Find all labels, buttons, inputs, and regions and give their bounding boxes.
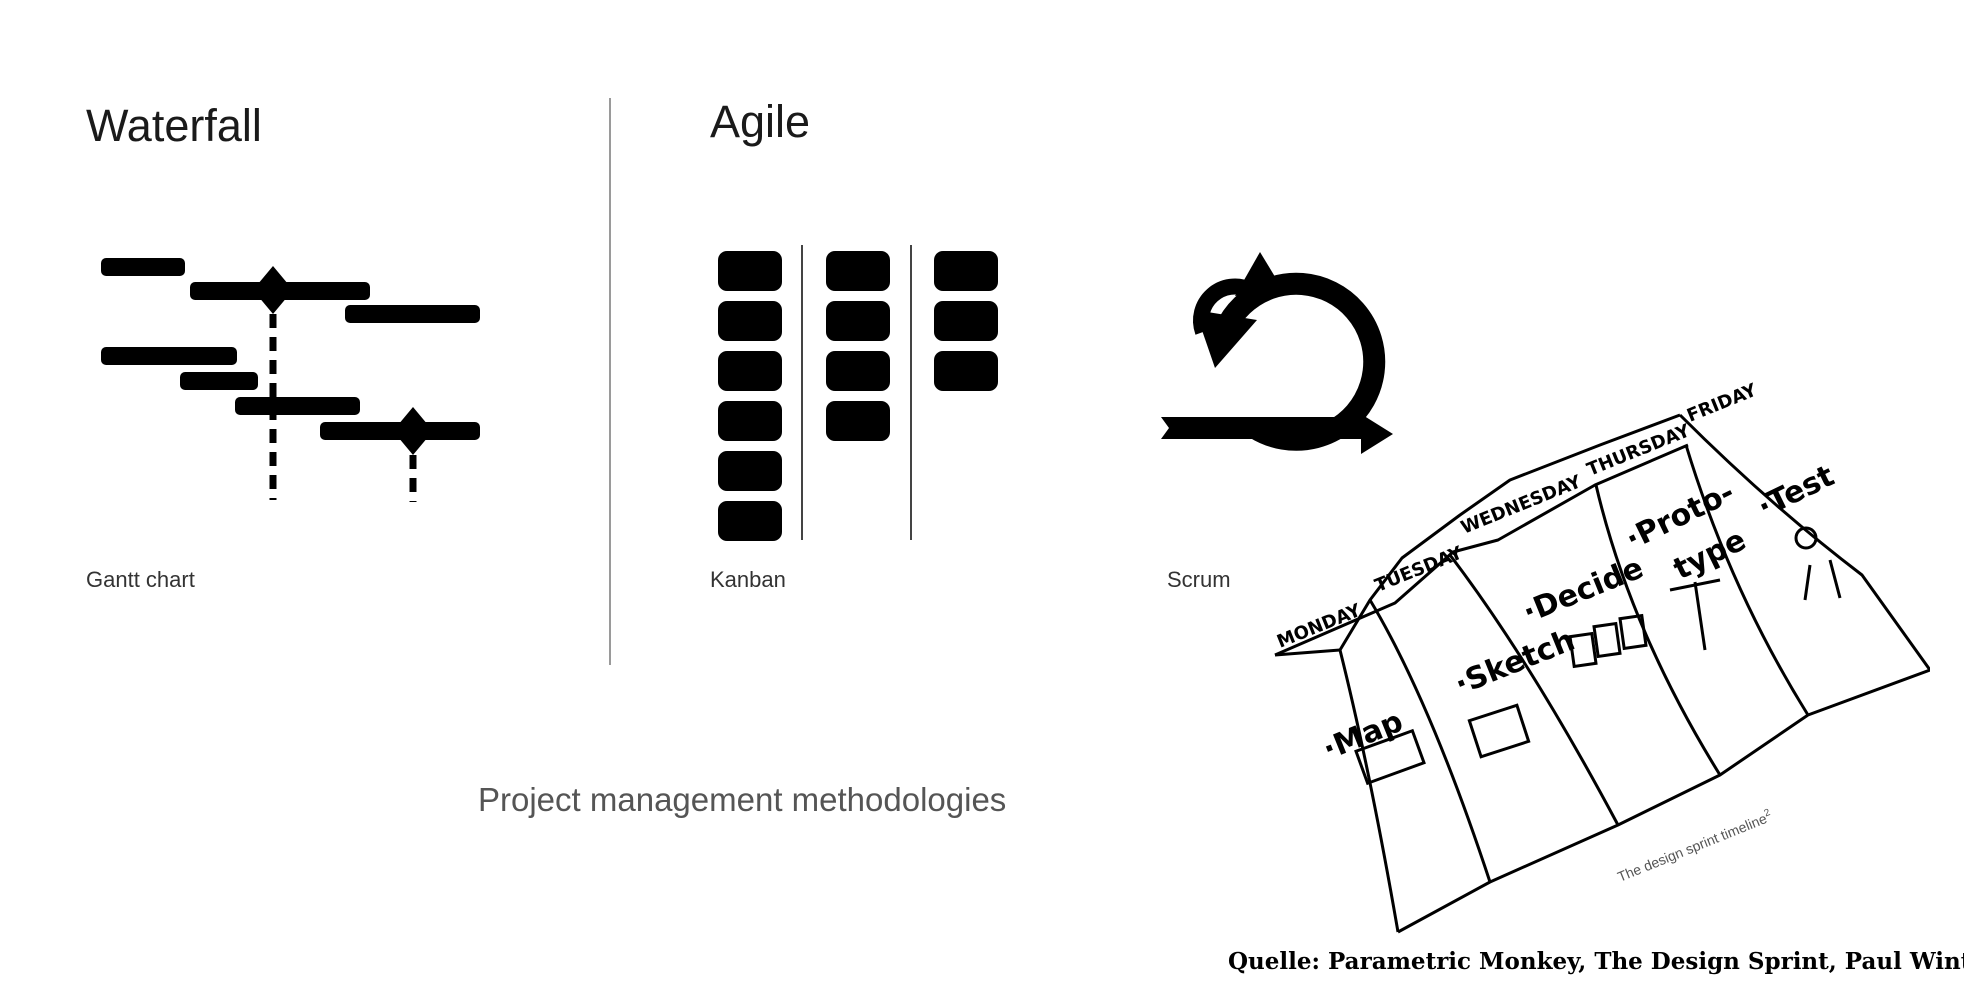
kanban-card (718, 501, 782, 541)
sprint-step: ·Sketch (1450, 623, 1580, 703)
design-sprint-sketch: MONDAY TUESDAY WEDNESDAY THURSDAY FRIDAY… (1274, 379, 1930, 934)
sprint-timeline-caption: The design sprint timeline2 (1615, 807, 1775, 885)
sprint-day: MONDAY (1274, 600, 1365, 653)
section-divider (609, 98, 611, 665)
kanban-card (718, 451, 782, 491)
gantt-bar (101, 347, 237, 365)
sprint-step: ·Test (1752, 458, 1840, 525)
gantt-bar (101, 258, 185, 276)
gantt-bar (235, 397, 360, 415)
kanban-card (826, 301, 890, 341)
sprint-caption-text: The design sprint timeline (1615, 810, 1769, 885)
kanban-card (934, 301, 998, 341)
milestone-diamond (253, 266, 293, 314)
kanban-caption: Kanban (710, 567, 786, 592)
agile-title: Agile (710, 96, 811, 147)
waterfall-title: Waterfall (86, 100, 262, 151)
step-sketches (1354, 526, 1842, 786)
gantt-chart-icon (101, 258, 480, 502)
kanban-card (826, 351, 890, 391)
kanban-board-icon (718, 245, 998, 541)
kanban-card (718, 301, 782, 341)
sprint-caption-footnote: 2 (1763, 807, 1773, 819)
kanban-card (934, 351, 998, 391)
milestone-diamond (393, 407, 433, 455)
gantt-bar (180, 372, 258, 390)
gantt-bar (345, 305, 480, 323)
kanban-card (718, 251, 782, 291)
kanban-card (934, 251, 998, 291)
gantt-caption: Gantt chart (86, 567, 195, 592)
scrum-caption: Scrum (1167, 567, 1231, 592)
sprint-day: TUESDAY (1372, 542, 1466, 596)
kanban-card (826, 401, 890, 441)
kanban-card (718, 351, 782, 391)
kanban-card (718, 401, 782, 441)
sprint-day: FRIDAY (1684, 379, 1760, 426)
kanban-card (826, 251, 890, 291)
source-credit: Quelle: Parametric Monkey, The Design Sp… (1228, 948, 1964, 975)
main-caption: Project management methodologies (478, 781, 1007, 818)
scrum-cycle-icon (1161, 252, 1393, 454)
sprint-step: ·Map (1318, 704, 1408, 768)
